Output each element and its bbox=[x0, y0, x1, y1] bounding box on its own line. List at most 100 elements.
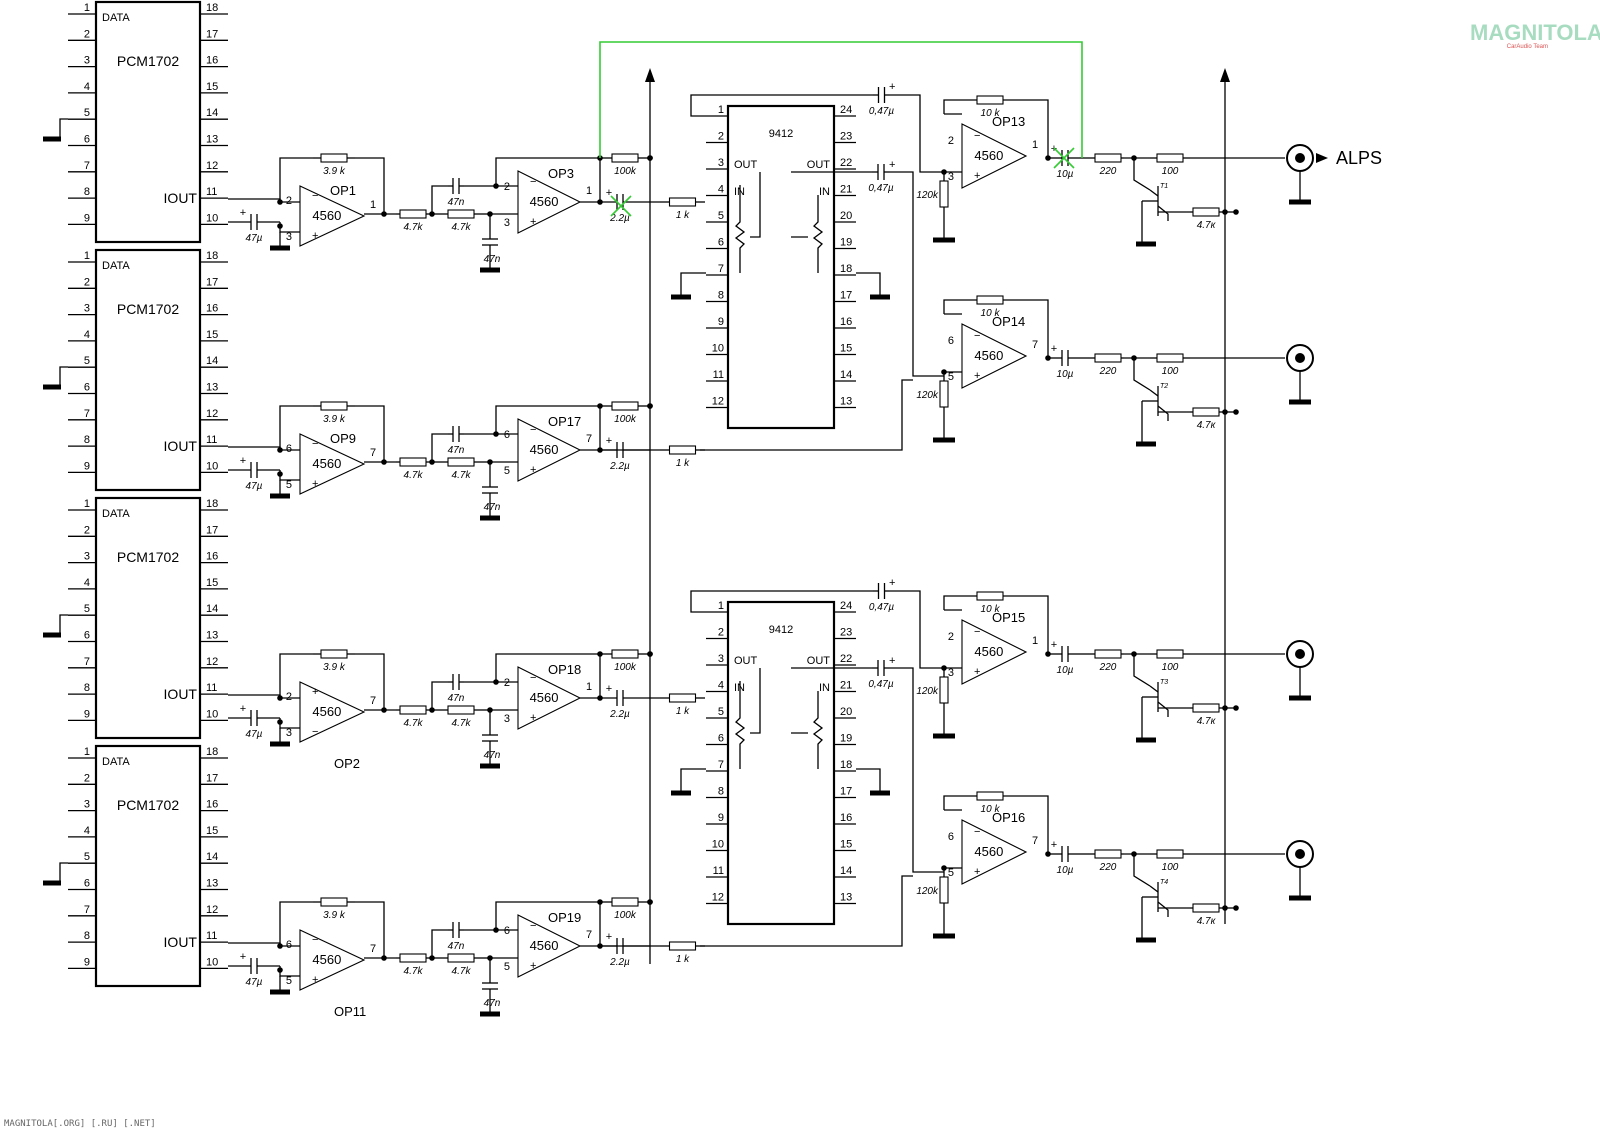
wire bbox=[1133, 358, 1151, 391]
volume-pin-number: 14 bbox=[840, 369, 852, 381]
volume-pin-number: 1 bbox=[718, 104, 724, 116]
opamp-pin: 3 bbox=[948, 171, 954, 183]
volume-pin-number: 19 bbox=[840, 237, 852, 249]
dac-pin-number: 4 bbox=[84, 577, 90, 589]
dac-pin-number: 9 bbox=[84, 460, 90, 472]
polarity-mark: + bbox=[606, 187, 612, 199]
junction-dot bbox=[647, 403, 653, 409]
resistor-value: 1 k bbox=[676, 706, 690, 717]
resistor bbox=[1094, 849, 1122, 859]
wire bbox=[680, 272, 706, 296]
opamp-pin: 5 bbox=[948, 867, 954, 879]
opamp-designator: OP3 bbox=[548, 166, 574, 181]
opamp-pin: 2 bbox=[286, 691, 292, 703]
mod-cross bbox=[1053, 147, 1075, 169]
watermark-sub: CarAudio Team bbox=[1507, 44, 1548, 50]
opamp-type: 4560 bbox=[974, 644, 1003, 659]
opamp-pin: 7 bbox=[586, 433, 592, 445]
opamp-pin: 1 bbox=[370, 199, 376, 211]
resistor-value: 4.7k bbox=[452, 470, 472, 481]
wire bbox=[279, 405, 313, 450]
wire bbox=[1149, 189, 1159, 197]
output-jack-center bbox=[1295, 849, 1305, 859]
opamp-input-sign: + bbox=[530, 960, 536, 972]
dac-pin-number: 4 bbox=[84, 825, 90, 837]
volume-pin-number: 20 bbox=[840, 706, 852, 718]
opamp-input-sign: + bbox=[312, 686, 318, 698]
opamp-type: 4560 bbox=[974, 148, 1003, 163]
resistor-value: 4.7k bbox=[404, 718, 424, 729]
opamp-designator: OP9 bbox=[330, 431, 356, 446]
volume-pin-number: 23 bbox=[840, 627, 852, 639]
dac-pin-number: 15 bbox=[206, 329, 218, 341]
opamp-input-sign: + bbox=[530, 464, 536, 476]
opamp-input-sign: − bbox=[530, 920, 536, 932]
opamp-pin: 7 bbox=[1032, 339, 1038, 351]
resistor-value: 220 bbox=[1099, 366, 1117, 377]
opamp-designator: OP17 bbox=[548, 414, 581, 429]
resistor bbox=[939, 876, 949, 904]
dac-pin-number: 8 bbox=[84, 682, 90, 694]
wire bbox=[700, 379, 913, 451]
opamp-input-sign: − bbox=[974, 626, 980, 638]
dac-pin-number: 13 bbox=[206, 630, 218, 642]
capacitor-value: 47n bbox=[448, 941, 465, 952]
wire bbox=[943, 99, 976, 114]
opamp-pin: 1 bbox=[1032, 139, 1038, 151]
resistor-value: 3.9 k bbox=[323, 166, 346, 177]
resistor-value: 120k bbox=[916, 686, 939, 697]
dac-pin-number: 16 bbox=[206, 55, 218, 67]
opamp-designator: OP14 bbox=[992, 314, 1025, 329]
junction-dot bbox=[277, 471, 283, 477]
wire bbox=[890, 94, 944, 173]
wire bbox=[690, 94, 873, 117]
wire bbox=[431, 681, 448, 710]
junction-dot bbox=[1222, 905, 1228, 911]
opamp-designator: OP2 bbox=[334, 756, 360, 771]
dac-pin-number: 18 bbox=[206, 250, 218, 262]
resistor bbox=[939, 380, 949, 408]
wire bbox=[1157, 205, 1169, 221]
capacitor-value: 0,47µ bbox=[868, 183, 893, 194]
volume-ic-name: 9412 bbox=[769, 624, 793, 636]
wire bbox=[59, 614, 68, 634]
dac-body bbox=[94, 248, 202, 492]
dac-pin-number: 15 bbox=[206, 81, 218, 93]
volume-pin-number: 7 bbox=[718, 759, 724, 771]
wire bbox=[355, 157, 385, 214]
opamp-pin: 5 bbox=[948, 371, 954, 383]
dac-pin-number: 6 bbox=[84, 134, 90, 146]
wire bbox=[495, 405, 600, 434]
opamp-input-sign: − bbox=[530, 672, 536, 684]
resistor-value: 10 k bbox=[981, 108, 1001, 119]
volume-pin-number: 16 bbox=[840, 812, 852, 824]
resistor bbox=[1156, 849, 1184, 859]
wire bbox=[943, 595, 976, 610]
opamp-type: 4560 bbox=[312, 704, 341, 719]
opamp-pin: 6 bbox=[286, 443, 292, 455]
resistor-value: 100 bbox=[1162, 366, 1179, 377]
dac-pin-number: 9 bbox=[84, 708, 90, 720]
capacitor-value: 47n bbox=[448, 197, 465, 208]
pot-right bbox=[812, 691, 824, 769]
capacitor-value: 0,47µ bbox=[869, 602, 894, 613]
polarity-mark: + bbox=[1051, 839, 1057, 851]
resistor bbox=[668, 693, 697, 703]
opamp-type: 4560 bbox=[530, 938, 559, 953]
opamp bbox=[299, 929, 366, 991]
opamp-input-sign: − bbox=[312, 726, 318, 738]
resistor bbox=[320, 153, 348, 163]
dac-pin-number: 1 bbox=[84, 746, 90, 758]
junction-dot bbox=[381, 211, 387, 217]
volume-pin-number: 1 bbox=[718, 600, 724, 612]
opamp-input-sign: − bbox=[312, 190, 318, 202]
resistor-value: 120k bbox=[916, 390, 939, 401]
dac-pin-number: 7 bbox=[84, 904, 90, 916]
wire bbox=[59, 862, 68, 882]
dac-pin-number: 3 bbox=[84, 799, 90, 811]
resistor bbox=[1192, 407, 1220, 417]
